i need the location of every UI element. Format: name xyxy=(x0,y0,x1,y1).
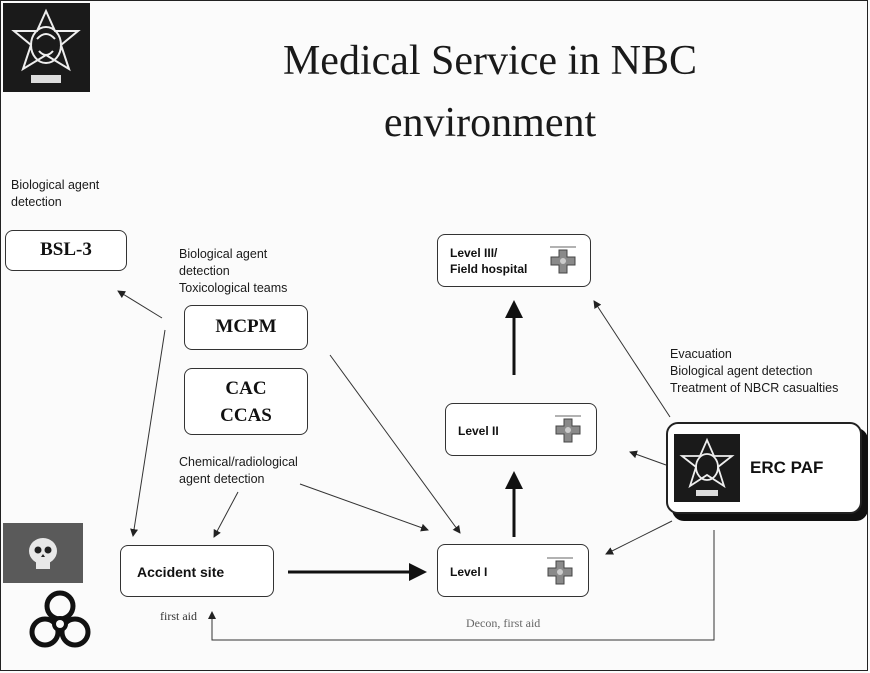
mcpm-caption-line-3: Toxicological teams xyxy=(179,281,288,295)
erc-caption-line-3: Treatment of NBCR casualties xyxy=(670,381,839,395)
arrow-return-first-aid xyxy=(208,530,715,641)
arrow-erc-to-level3 xyxy=(593,300,671,418)
level1-label: Level I xyxy=(450,565,488,579)
arrow-chem-to-accident xyxy=(213,491,239,538)
title-line-2: environment xyxy=(383,100,597,146)
erc-paf-box: ERC PAF xyxy=(666,422,862,514)
military-medical-emblem-icon xyxy=(3,3,90,92)
bsl3-box: BSL-3 xyxy=(5,230,127,271)
mcpm-label: MCPM xyxy=(215,316,277,337)
bsl-caption: Biological agent detection xyxy=(11,177,99,211)
ccas-label: CCAS xyxy=(220,405,272,426)
military-medical-emblem-icon xyxy=(674,434,740,502)
chemical-caption-line-2: agent detection xyxy=(179,472,265,486)
arrow-mcpm-to-level1 xyxy=(329,354,461,534)
first-aid-label: first aid xyxy=(160,609,197,623)
slide-title: Medical Service in NBC environment xyxy=(150,30,830,154)
mcpm-caption-line-2: detection xyxy=(179,264,230,278)
arrow-erc-to-level1 xyxy=(605,520,673,555)
bsl-caption-line-1: Biological agent xyxy=(11,178,100,192)
bsl-caption-line-2: detection xyxy=(11,195,62,209)
arrow-erc-to-level2 xyxy=(629,450,667,466)
chemical-caption-line-1: Chemical/radiological xyxy=(179,455,298,469)
level3-label-line-2: Field hospital xyxy=(450,262,528,276)
mcpm-box: MCPM xyxy=(184,305,308,350)
erc-caption-line-1: Evacuation xyxy=(670,347,732,361)
mcpm-caption-line-1: Biological agent xyxy=(179,247,268,261)
erc-paf-label: ERC PAF xyxy=(750,458,824,477)
level1-box: Level I xyxy=(437,544,589,597)
level2-label: Level II xyxy=(458,424,499,438)
chemical-caption: Chemical/radiological agent detection xyxy=(179,454,298,488)
bsl3-label: BSL-3 xyxy=(40,239,92,260)
level3-label-line-1: Level III/ xyxy=(450,246,498,260)
medical-cross-icon xyxy=(547,557,573,585)
biohazard-icon xyxy=(23,588,97,658)
erc-caption: Evacuation Biological agent detection Tr… xyxy=(670,346,838,397)
erc-caption-line-2: Biological agent detection xyxy=(670,364,813,378)
cac-label: CAC xyxy=(225,378,267,399)
skull-icon xyxy=(3,523,83,583)
arrow-to-accident-site xyxy=(130,329,166,537)
medical-cross-icon xyxy=(550,246,576,274)
accident-site-box: Accident site xyxy=(120,545,274,597)
cac-ccas-box: CAC CCAS xyxy=(184,368,308,435)
mcpm-caption: Biological agent detection Toxicological… xyxy=(179,246,287,297)
decon-label: Decon, first aid xyxy=(466,616,541,630)
arrow-chem-to-level1 xyxy=(299,483,429,532)
accident-site-label: Accident site xyxy=(137,564,225,580)
medical-cross-icon xyxy=(555,415,581,443)
arrow-to-bsl3 xyxy=(117,290,163,319)
title-line-1: Medical Service in NBC xyxy=(282,38,698,84)
